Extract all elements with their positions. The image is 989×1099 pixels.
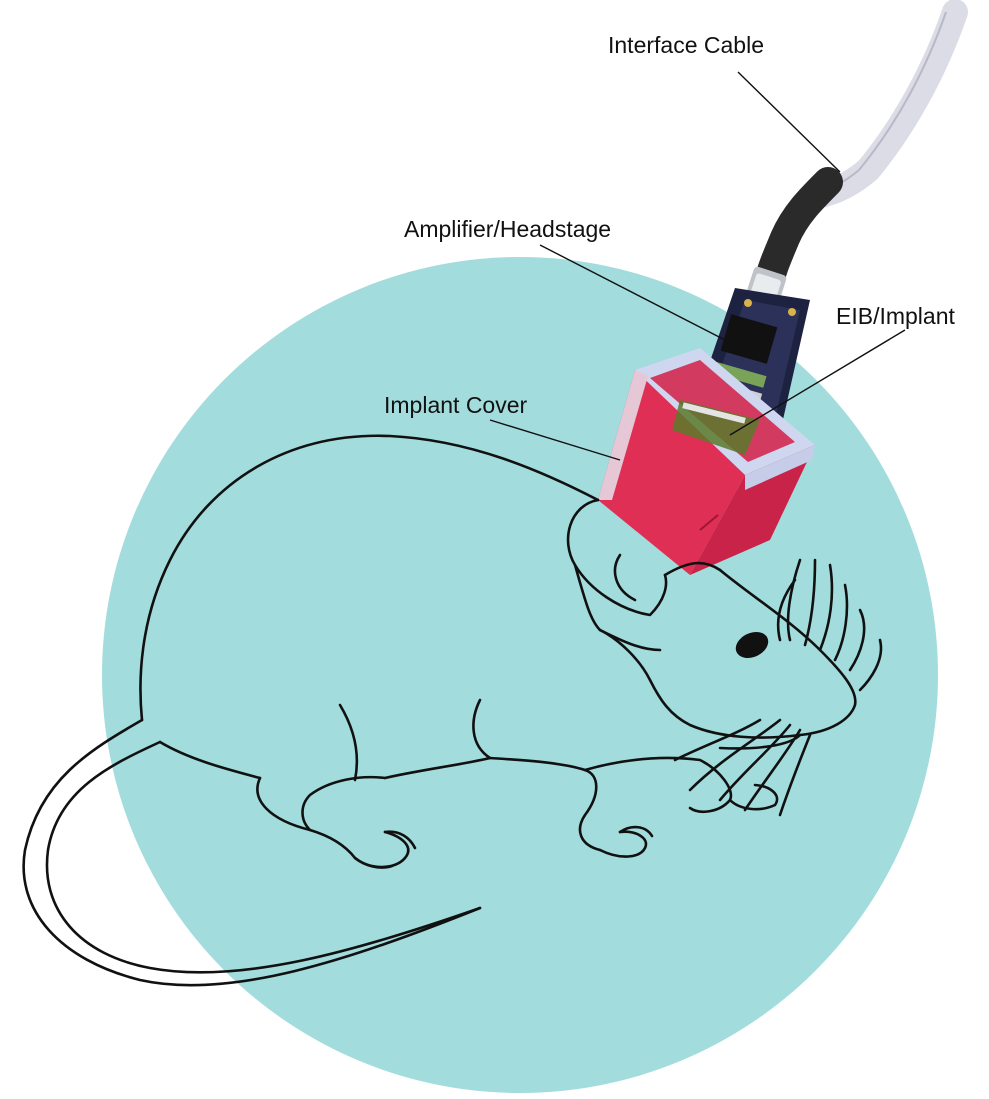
eib-implant-label: EIB/Implant: [836, 305, 955, 328]
background-circle: [102, 257, 938, 1093]
interface-cable-leader: [738, 72, 840, 172]
interface-cable-dark: [768, 182, 828, 285]
amplifier-headstage-label: Amplifier/Headstage: [404, 218, 611, 241]
interface-cable-label: Interface Cable: [608, 34, 764, 57]
implant-cover-label: Implant Cover: [384, 394, 527, 417]
